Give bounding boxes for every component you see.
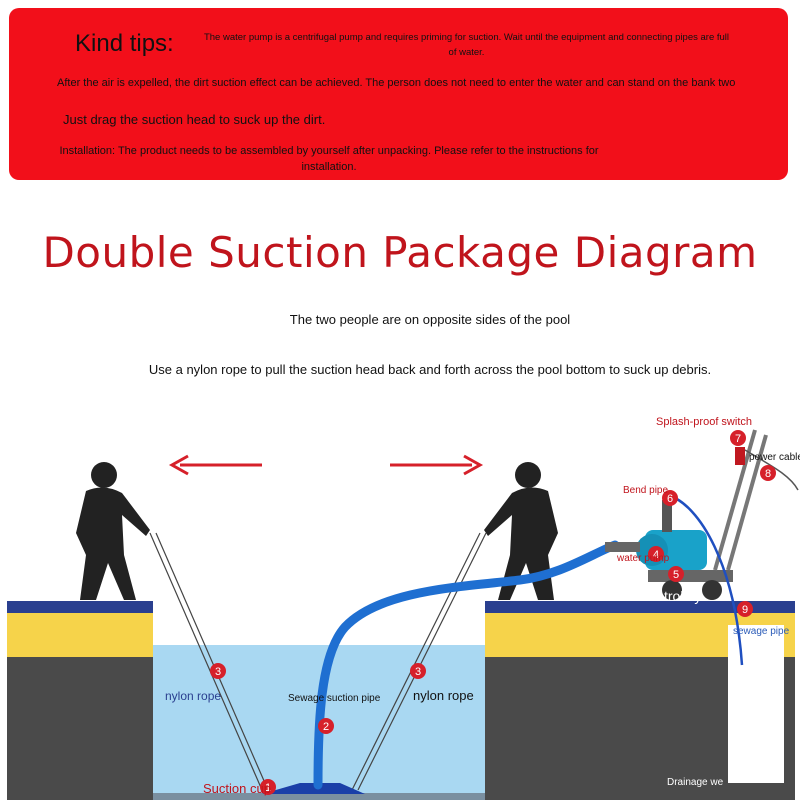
- label-splash-proof-switch: Splash-proof switch: [656, 416, 752, 428]
- kind-tips-title: Kind tips:: [75, 30, 174, 57]
- left-person-silhouette: [76, 462, 150, 600]
- arrow-right-icon: [390, 454, 484, 476]
- label-water-pump: water pump: [616, 553, 670, 564]
- marker-9: 9: [737, 601, 753, 617]
- svg-text:1: 1: [265, 782, 271, 794]
- svg-text:7: 7: [735, 433, 741, 445]
- tip-line-4: Installation: The product needs to be as…: [59, 145, 599, 173]
- label-bend-pipe: Bend pipe: [623, 485, 668, 496]
- marker-4: 4: [648, 546, 664, 562]
- svg-text:6: 6: [667, 493, 673, 505]
- marker-2: 2: [318, 718, 334, 734]
- label-power-cable: power cable: [749, 452, 800, 463]
- svg-text:5: 5: [673, 569, 679, 581]
- label-water-pump-text: water pump: [616, 553, 670, 564]
- label-drainage-well: Drainage we: [667, 777, 724, 788]
- left-bank: [7, 601, 153, 800]
- svg-text:2: 2: [323, 721, 329, 733]
- right-nylon-rope: [351, 532, 487, 791]
- svg-text:9: 9: [742, 604, 748, 616]
- label-nylon-rope-right: nylon rope: [413, 688, 474, 703]
- diagram-title: Double Suction Package Diagram: [42, 228, 758, 277]
- pool-bottom: [153, 793, 485, 800]
- tip-line-1: The water pump is a centrifugal pump and…: [203, 32, 730, 58]
- label-suction-cup: Suction cup: [203, 781, 271, 796]
- marker-1: 1: [260, 779, 276, 795]
- label-sewage-suction-pipe: Sewage suction pipe: [288, 693, 381, 704]
- marker-8: 8: [760, 465, 776, 481]
- marker-3-right: 3: [410, 663, 426, 679]
- label-trolley: trolley: [664, 588, 701, 604]
- kind-tips-panel: Kind tips: The water pump is a centrifug…: [9, 8, 788, 180]
- left-nylon-rope: [149, 532, 269, 791]
- arrow-left-icon: [168, 454, 262, 476]
- marker-7: 7: [730, 430, 746, 446]
- tip-line-3: Just drag the suction head to suck up th…: [63, 112, 326, 127]
- power-cable-line: [744, 449, 799, 491]
- subtitle-opposite-sides: The two people are on opposite sides of …: [289, 312, 571, 327]
- suction-cup-head: [262, 783, 365, 794]
- tip-line-2: After the air is expelled, the dirt suct…: [57, 77, 736, 89]
- sewage-output-pipe: [667, 493, 744, 666]
- marker-5: 5: [668, 566, 684, 582]
- splash-proof-switch: [735, 447, 745, 465]
- pool-diagram: 1 2 3 3 4 5 6 7 8 9 Splash-proof switch …: [7, 416, 800, 800]
- svg-text:4: 4: [653, 549, 659, 561]
- drainage-well: [728, 625, 784, 783]
- svg-text:3: 3: [215, 666, 221, 678]
- marker-6: 6: [662, 490, 678, 506]
- marker-3-left: 3: [210, 663, 226, 679]
- svg-text:3: 3: [415, 666, 421, 678]
- svg-text:8: 8: [765, 468, 771, 480]
- sewage-suction-hose: [313, 540, 620, 790]
- label-nylon-rope-left: nylon rope: [165, 689, 221, 703]
- label-sewage-pipe: sewage pipe: [733, 626, 790, 637]
- subtitle-nylon-rope: Use a nylon rope to pull the suction hea…: [148, 362, 712, 377]
